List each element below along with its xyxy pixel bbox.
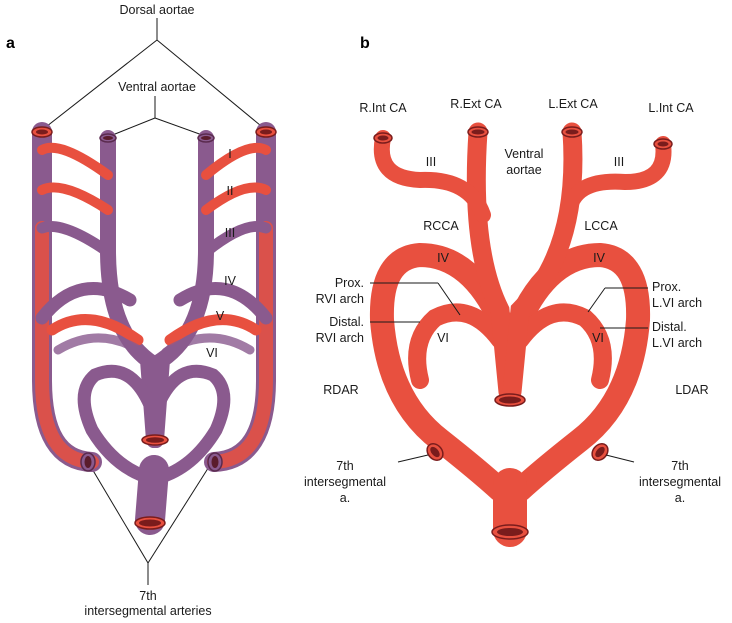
label-iii-left: III (426, 155, 436, 169)
label-iii-right: III (614, 155, 624, 169)
label-intersegmental-left: intersegmental (639, 475, 721, 489)
label-prox-r-arch: RVI arch (316, 292, 364, 306)
label-prox-r: Prox. (335, 276, 364, 290)
label-arch-iii: III (225, 226, 235, 240)
label-a-right: a. (340, 491, 350, 505)
label-ldar: LDAR (675, 383, 708, 397)
label-aortae: aortae (506, 163, 541, 177)
label-iv-right: IV (593, 251, 605, 265)
label-distal-l: Distal. (652, 320, 687, 334)
label-l-int-ca: L.Int CA (648, 101, 694, 115)
label-lcca: LCCA (584, 219, 618, 233)
label-ventral: Ventral (505, 147, 544, 161)
label-7th: 7th (139, 589, 156, 603)
label-arch-i: I (228, 147, 231, 161)
label-arch-vi: VI (206, 346, 218, 360)
label-r-ext-ca: R.Ext CA (450, 97, 502, 111)
label-distal-l-arch: L.VI arch (652, 336, 702, 350)
label-arch-v: V (216, 309, 225, 323)
panel-b: b (304, 35, 721, 547)
label-vi-left: VI (437, 331, 449, 345)
panel-b-letter: b (360, 35, 370, 52)
panel-a-openings (31, 126, 277, 530)
label-vi-right: VI (592, 331, 604, 345)
label-l-ext-ca: L.Ext CA (548, 97, 598, 111)
label-ventral-aortae: Ventral aortae (118, 80, 196, 94)
label-intersegmental-arteries: intersegmental arteries (84, 604, 211, 618)
label-7th-right: 7th (336, 459, 353, 473)
label-distal-r: Distal. (329, 315, 364, 329)
label-rcca: RCCA (423, 219, 459, 233)
panel-a-letter: a (6, 35, 15, 52)
label-7th-left: 7th (671, 459, 688, 473)
panel-a-leaders (41, 18, 267, 585)
panel-b-vessels (369, 122, 672, 547)
label-r-int-ca: R.Int CA (359, 101, 407, 115)
label-a-left: a. (675, 491, 685, 505)
label-intersegmental-right: intersegmental (304, 475, 386, 489)
label-arch-ii: II (227, 184, 234, 198)
label-rdar: RDAR (323, 383, 358, 397)
label-prox-l: Prox. (652, 280, 681, 294)
panel-a: a (6, 3, 277, 618)
label-distal-r-arch: RVI arch (316, 331, 364, 345)
panel-b-leaders (370, 282, 648, 463)
label-prox-l-arch: L.VI arch (652, 296, 702, 310)
panel-b-openings (373, 126, 673, 540)
label-arch-iv: IV (224, 274, 236, 288)
label-dorsal-aortae: Dorsal aortae (119, 3, 194, 17)
panel-a-vessels (32, 122, 276, 535)
label-iv-left: IV (437, 251, 449, 265)
